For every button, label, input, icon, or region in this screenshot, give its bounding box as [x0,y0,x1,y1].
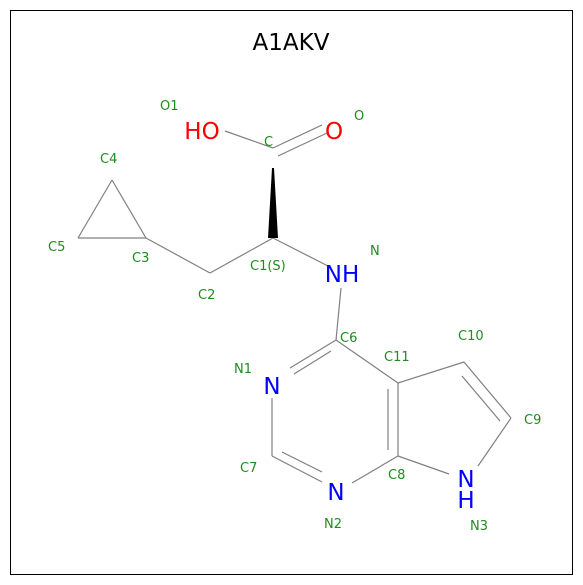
bond-c7-n2-b [281,451,323,473]
label-n3: N3 [470,519,488,534]
label-c8: C8 [388,468,405,483]
atom-n3-hydrogen: H [457,488,474,514]
bond-c-o-a [272,124,323,149]
bond-c4-c5 [77,179,113,239]
bond-lines [77,124,512,484]
atom-amine-nh: NH [325,262,360,288]
label-c3: C3 [132,251,149,266]
atom-n2: N [327,480,344,506]
label-c6: C6 [340,331,357,346]
atom-hydroxyl: HO [184,119,219,145]
label-c2: C2 [198,288,215,303]
bond-c9-n3 [477,417,512,467]
label-n2: N2 [324,517,342,532]
label-c11: C11 [384,350,410,365]
bond-c4-c3 [111,179,147,239]
bond-c6-n1-b [293,350,332,375]
label-o: O [354,109,364,124]
stereo-wedge-bond [268,168,278,238]
bond-c10-c9-b [461,375,501,422]
label-c5: C5 [48,240,65,255]
label-c9: C9 [524,413,541,428]
bond-c10-c9-a [463,361,512,419]
bond-c6-n1-a [289,339,337,369]
molecule-title: A1AKV [253,30,330,56]
bond-c11-c6 [335,339,399,384]
bond-c1-n [272,237,329,267]
label-o1: O1 [160,99,179,114]
label-c1s: C1(S) [250,259,286,274]
bond-c3-c2 [145,237,211,274]
label-c: C [264,135,273,150]
label-c10: C10 [458,329,484,344]
bond-n2-c8 [351,455,399,484]
atom-carbonyl-oxygen: O [325,119,343,145]
bond-c2-c1 [209,237,274,274]
atom-n3: N [457,467,474,493]
atom-labels: O1 O C C4 C5 C3 C1(S) N C2 C6 C10 C11 N1… [48,99,541,534]
bond-n-c6 [335,287,342,341]
label-n1: N1 [234,362,252,377]
bond-c7-n2-a [271,455,323,483]
bond-c-o1 [224,130,274,149]
atom-n1: N [263,374,280,400]
label-c4: C4 [100,152,117,167]
diagram-frame [10,10,573,575]
label-c7: C7 [240,461,257,476]
bond-c11-c10 [397,361,465,384]
label-n: N [370,244,380,259]
bond-c8-n3 [397,455,450,475]
bond-c-o-b [277,132,328,157]
